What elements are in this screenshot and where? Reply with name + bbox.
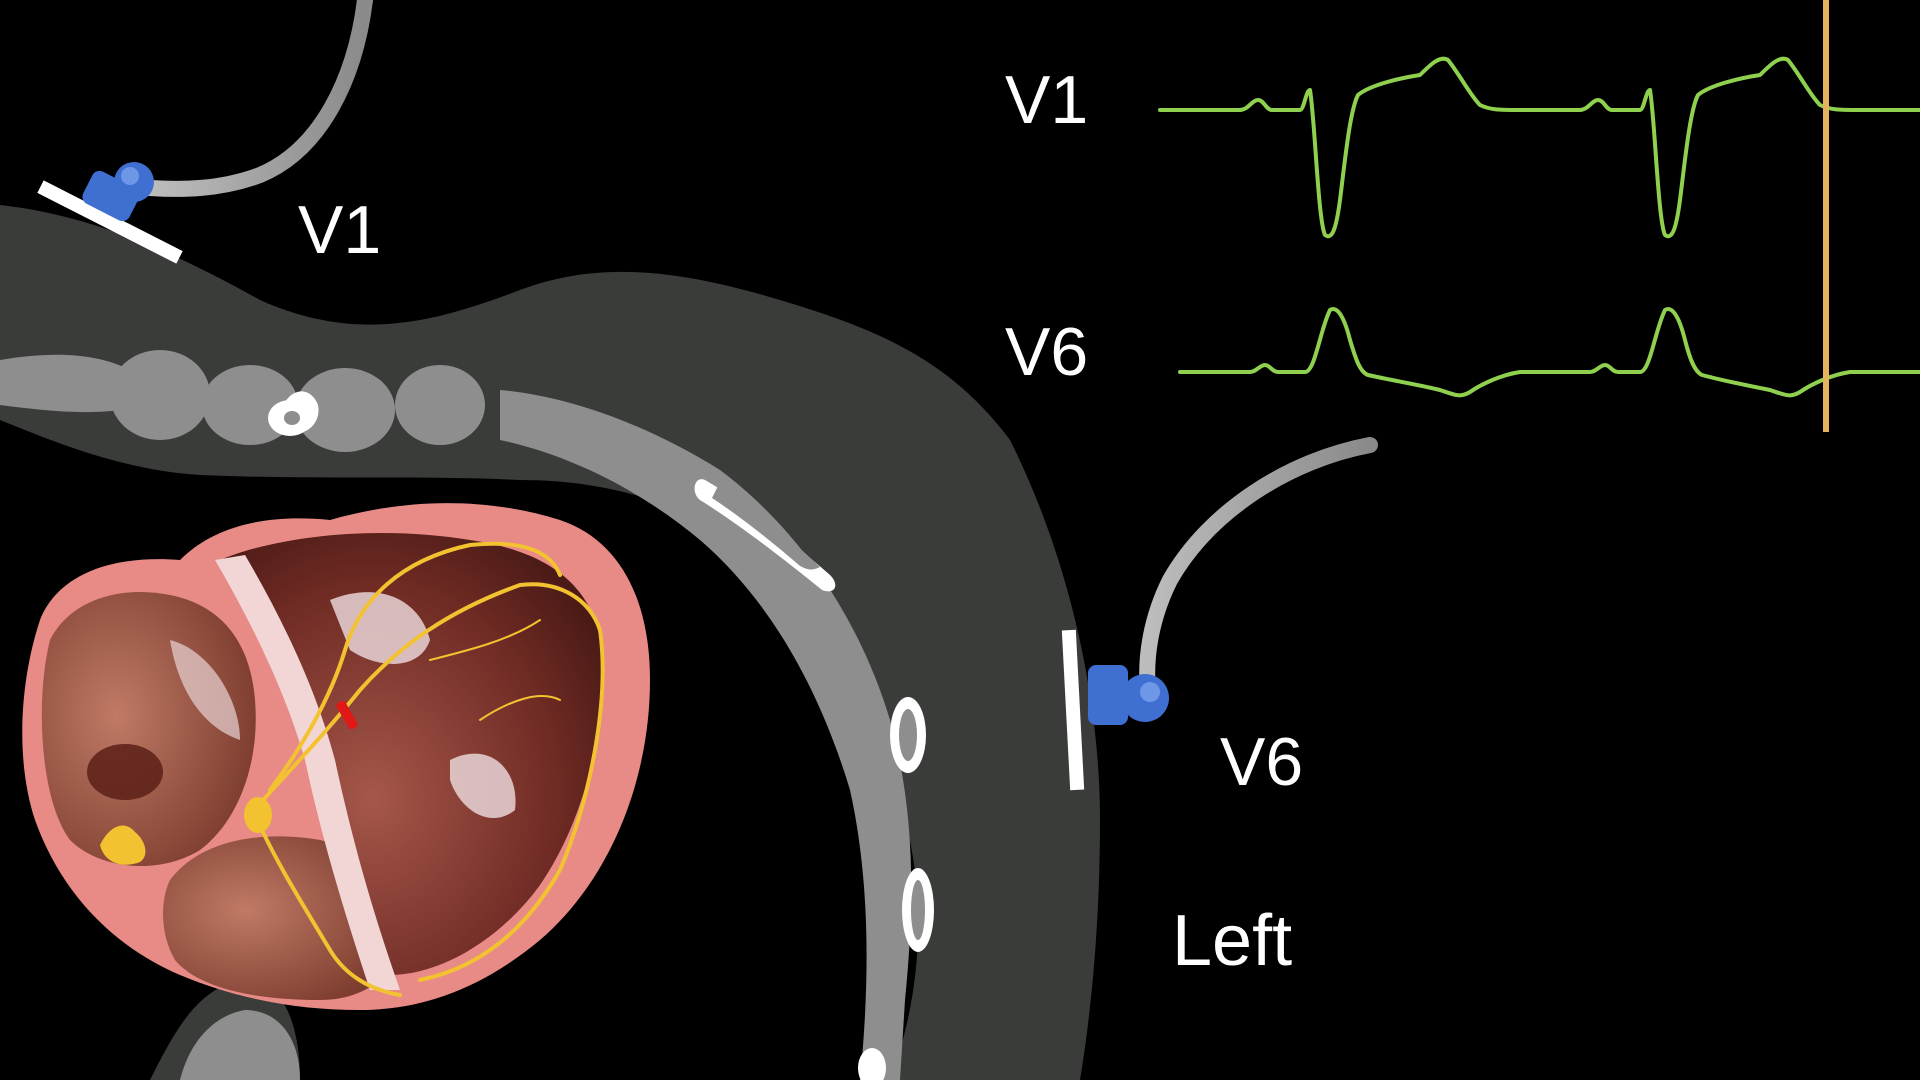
electrode-v6-label: V6 — [1220, 724, 1303, 800]
ecg-trace-v6 — [1178, 307, 1920, 398]
electrode-v6-icon — [1061, 437, 1378, 791]
bundle-branch-block-marker — [336, 700, 358, 730]
sternum-ribs — [0, 350, 485, 452]
electrode-v1-icon — [37, 0, 373, 264]
conduction-system — [248, 541, 605, 997]
av-node-icon — [244, 797, 272, 833]
trace-v1-label: V1 — [1005, 62, 1088, 138]
side-label: Left — [1172, 901, 1292, 981]
spine — [180, 1010, 300, 1080]
ecg-trace-v1 — [1158, 56, 1920, 239]
rib-arc — [500, 390, 934, 1080]
electrode-v1-label: V1 — [298, 192, 381, 268]
ecg-traces — [1158, 56, 1920, 398]
heart-icon — [22, 503, 651, 1010]
trace-v6-label: V6 — [1005, 314, 1088, 390]
sa-node-icon — [100, 825, 146, 865]
